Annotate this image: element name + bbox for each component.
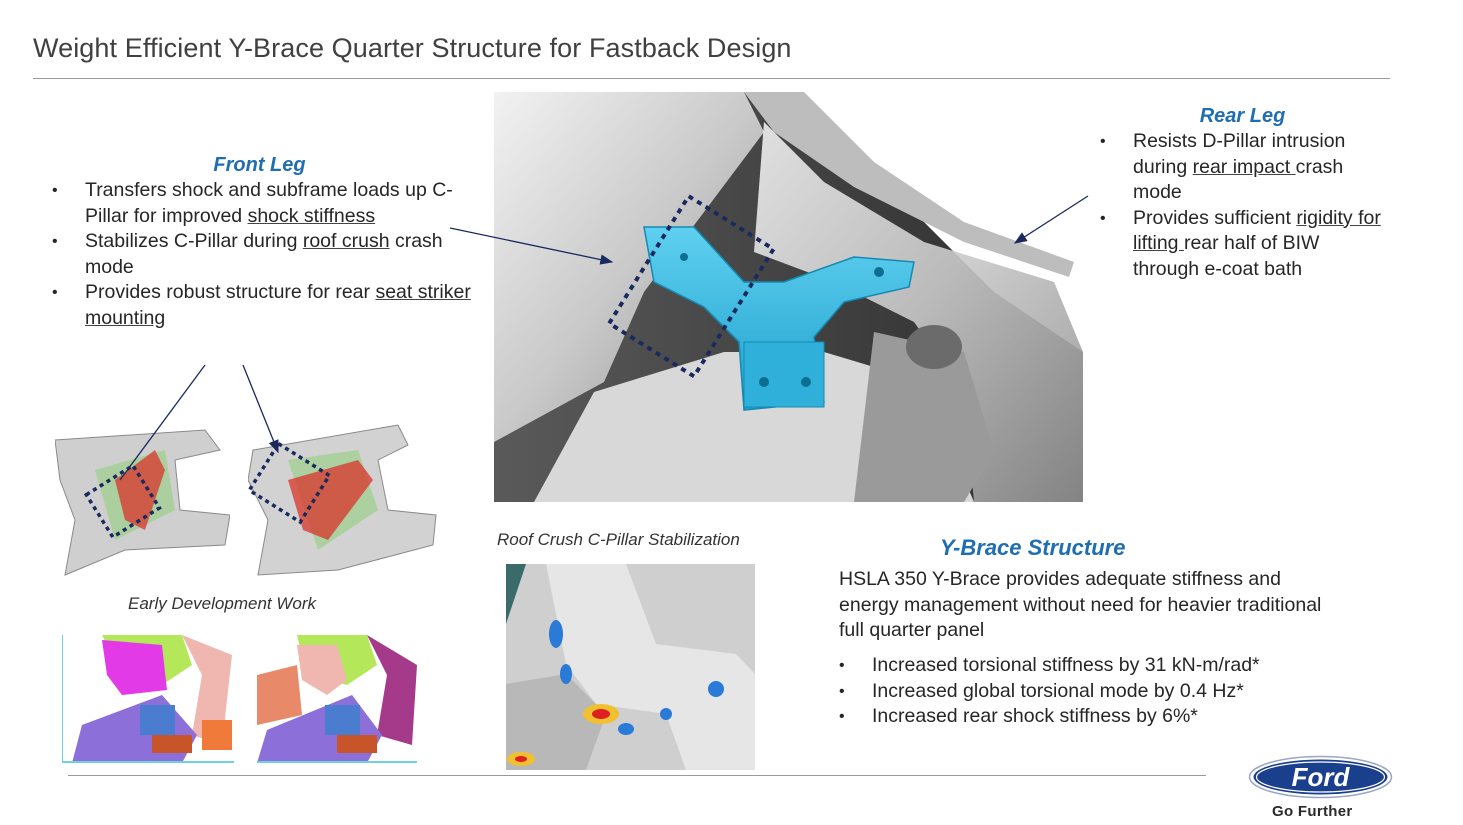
early-dev-image-1	[55, 429, 230, 576]
list-item: Stabilizes C-Pillar during roof crush cr…	[52, 229, 472, 280]
list-item: Increased global torsional mode by 0.4 H…	[839, 679, 1359, 705]
front-leg-list: Transfers shock and subframe loads up C-…	[52, 178, 472, 331]
early-dev-image-2	[248, 424, 437, 576]
cad-image-1	[62, 635, 234, 763]
footer-divider	[68, 775, 1206, 776]
ybrace-heading: Y-Brace Structure	[940, 535, 1126, 560]
list-item: Increased torsional stiffness by 31 kN-m…	[839, 653, 1359, 679]
list-item: Increased rear shock stiffness by 6%*	[839, 704, 1359, 730]
rear-leg-heading: Rear Leg	[1199, 105, 1286, 127]
slide-title: Weight Efficient Y-Brace Quarter Structu…	[33, 33, 792, 63]
front-leg-heading: Front Leg	[213, 154, 306, 176]
list-item: Transfers shock and subframe loads up C-…	[52, 178, 472, 229]
title-divider	[33, 78, 1390, 79]
ybrace-list: Increased torsional stiffness by 31 kN-m…	[839, 653, 1359, 730]
early-dev-caption: Early Development Work	[128, 594, 317, 613]
y-brace-illustration	[494, 92, 1083, 502]
ybrace-paragraph: HSLA 350 Y-Brace provides adequate stiff…	[839, 568, 1322, 641]
svg-text:Ford: Ford	[1292, 762, 1351, 792]
cad-image-2	[257, 635, 417, 763]
ford-logo: Ford	[1248, 755, 1393, 799]
list-item: Resists D-Pillar intrusion during rear i…	[1100, 129, 1390, 206]
roof-crush-image	[506, 564, 755, 770]
list-item: Provides robust structure for rear seat …	[52, 280, 472, 331]
rear-leg-list: Resists D-Pillar intrusion during rear i…	[1100, 129, 1390, 282]
rear-leg-section: Rear Leg Resists D-Pillar intrusion duri…	[1100, 105, 1390, 282]
ford-tagline: Go Further	[1272, 803, 1353, 820]
roof-crush-caption: Roof Crush C-Pillar Stabilization	[497, 530, 740, 549]
front-leg-section: Front Leg Transfers shock and subframe l…	[52, 154, 472, 331]
list-item: Provides sufficient rigidity for lifting…	[1100, 206, 1390, 283]
